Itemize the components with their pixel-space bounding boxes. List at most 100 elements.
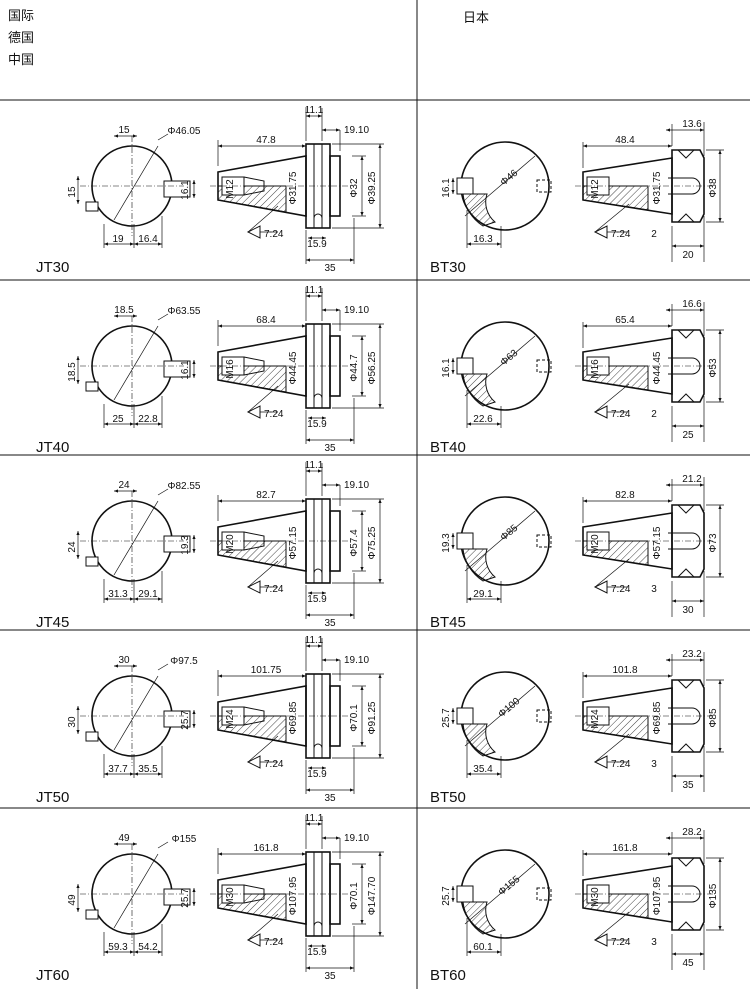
bore-taper	[243, 176, 265, 196]
dimension-arrow	[322, 944, 326, 948]
size-label: JT50	[36, 789, 69, 806]
leader-line	[113, 675, 159, 751]
leader-line	[594, 383, 630, 413]
dimension-arrow	[114, 842, 118, 846]
section-hatch	[462, 548, 497, 582]
dim-flange-top: 11.1	[305, 285, 324, 296]
dimension-arrow	[76, 176, 80, 180]
key-slot-right	[536, 179, 552, 193]
dimension-arrow	[360, 336, 364, 340]
dimension-arrow	[378, 674, 382, 678]
key-slot-right	[163, 888, 191, 906]
dimension-arrow	[302, 852, 306, 856]
dim-flange-top: 16.6	[682, 299, 702, 310]
dim-key-width: 25.7	[441, 886, 452, 906]
taper-symbol	[593, 225, 608, 239]
dimension-arrow	[718, 748, 722, 752]
dim-total: 35	[324, 443, 336, 454]
dim-bottom-b: 29.1	[138, 589, 158, 600]
dim-taper-diameter: Φ31.75	[288, 171, 299, 204]
taper-symbol	[593, 755, 608, 769]
dim-taper-diameter: Φ107.95	[652, 876, 663, 915]
dim-bottom-a: 59.3	[108, 942, 128, 953]
bore-taper	[243, 356, 265, 376]
section-hatch	[462, 373, 497, 407]
dimension-arrow	[378, 499, 382, 503]
dim-diameter: Φ82.55	[167, 481, 200, 492]
dimension-arrow	[218, 674, 222, 678]
dimension-arrow	[700, 483, 704, 487]
dim-flange-width: 19.10	[344, 305, 369, 316]
dim-bottom-a: 37.7	[108, 764, 128, 775]
dimension-arrow	[192, 535, 196, 539]
dim-d1: Φ38	[708, 178, 719, 198]
header-germany: 德国	[8, 31, 35, 46]
leader-line	[464, 155, 536, 217]
dimension-arrow	[700, 308, 704, 312]
dimension-arrow	[666, 836, 670, 840]
dim-taper: 7:24	[611, 759, 631, 770]
dim-taper: 7:24	[264, 409, 284, 420]
dimension-arrow	[700, 424, 704, 428]
dimension-arrow	[360, 511, 364, 515]
dimension-arrow	[668, 852, 672, 856]
leader-line	[464, 335, 536, 397]
dim-gap: 2	[651, 409, 657, 420]
leader-line	[247, 913, 279, 941]
dim-flange-width: 19.10	[344, 125, 369, 136]
dimension-arrow	[672, 244, 676, 248]
dimension-arrow	[76, 908, 80, 912]
dimension-arrow	[306, 613, 310, 617]
dimension-arrow	[192, 902, 196, 906]
dimension-arrow	[451, 886, 455, 890]
leader-line	[113, 853, 159, 929]
dim-bottom-a: 19	[112, 234, 124, 245]
dimension-arrow	[360, 392, 364, 396]
dim-bottom: 60.1	[473, 942, 493, 953]
dim-flange-width: 19.10	[344, 480, 369, 491]
dimension-arrow	[350, 966, 354, 970]
drive-key-notch	[313, 393, 323, 399]
dim-diameter: Φ46.05	[167, 126, 200, 137]
dim-d2: Φ56.25	[367, 351, 378, 384]
dimension-arrow	[718, 398, 722, 402]
dim-groove: 15.9	[307, 419, 327, 430]
key-slot-left	[85, 556, 99, 567]
dimension-arrow	[133, 489, 137, 493]
dim-taper: 7:24	[264, 937, 284, 948]
dimension-arrow	[322, 836, 326, 840]
dimension-arrow	[158, 422, 162, 426]
dimension-arrow	[322, 416, 326, 420]
size-label: BT30	[430, 259, 466, 276]
dimension-arrow	[451, 720, 455, 724]
dimension-arrow	[378, 852, 382, 856]
leader-line	[594, 733, 630, 763]
size-label: JT60	[36, 967, 69, 984]
dimension-arrow	[134, 772, 138, 776]
dimension-arrow	[718, 573, 722, 577]
bore-taper	[243, 531, 265, 551]
dim-circle-top: 18.5	[114, 305, 134, 316]
key-slot-right	[536, 534, 552, 548]
v-groove-bottom	[677, 743, 695, 753]
header-china: 中国	[8, 53, 35, 68]
size-label: BT45	[430, 614, 466, 631]
key-slot-right	[536, 709, 552, 723]
dimension-arrow	[306, 114, 310, 118]
dimension-arrow	[76, 884, 80, 888]
dim-flange-top: 11.1	[305, 635, 324, 646]
dim-thread: M20	[225, 534, 236, 554]
taper-symbol	[246, 580, 261, 594]
dimension-arrow	[130, 242, 134, 246]
dimension-arrow	[583, 144, 587, 148]
dimension-arrow	[467, 422, 471, 426]
dimension-arrow	[718, 330, 722, 334]
dim-key-width: 16.1	[180, 360, 191, 380]
dim-flange-top: 11.1	[305, 460, 324, 471]
dim-key-width: 16.1	[441, 358, 452, 378]
dim-taper-diameter: Φ44.45	[288, 351, 299, 384]
dimension-arrow	[668, 144, 672, 148]
dim-flange-width: 19.10	[344, 655, 369, 666]
dimension-arrow	[497, 242, 501, 246]
